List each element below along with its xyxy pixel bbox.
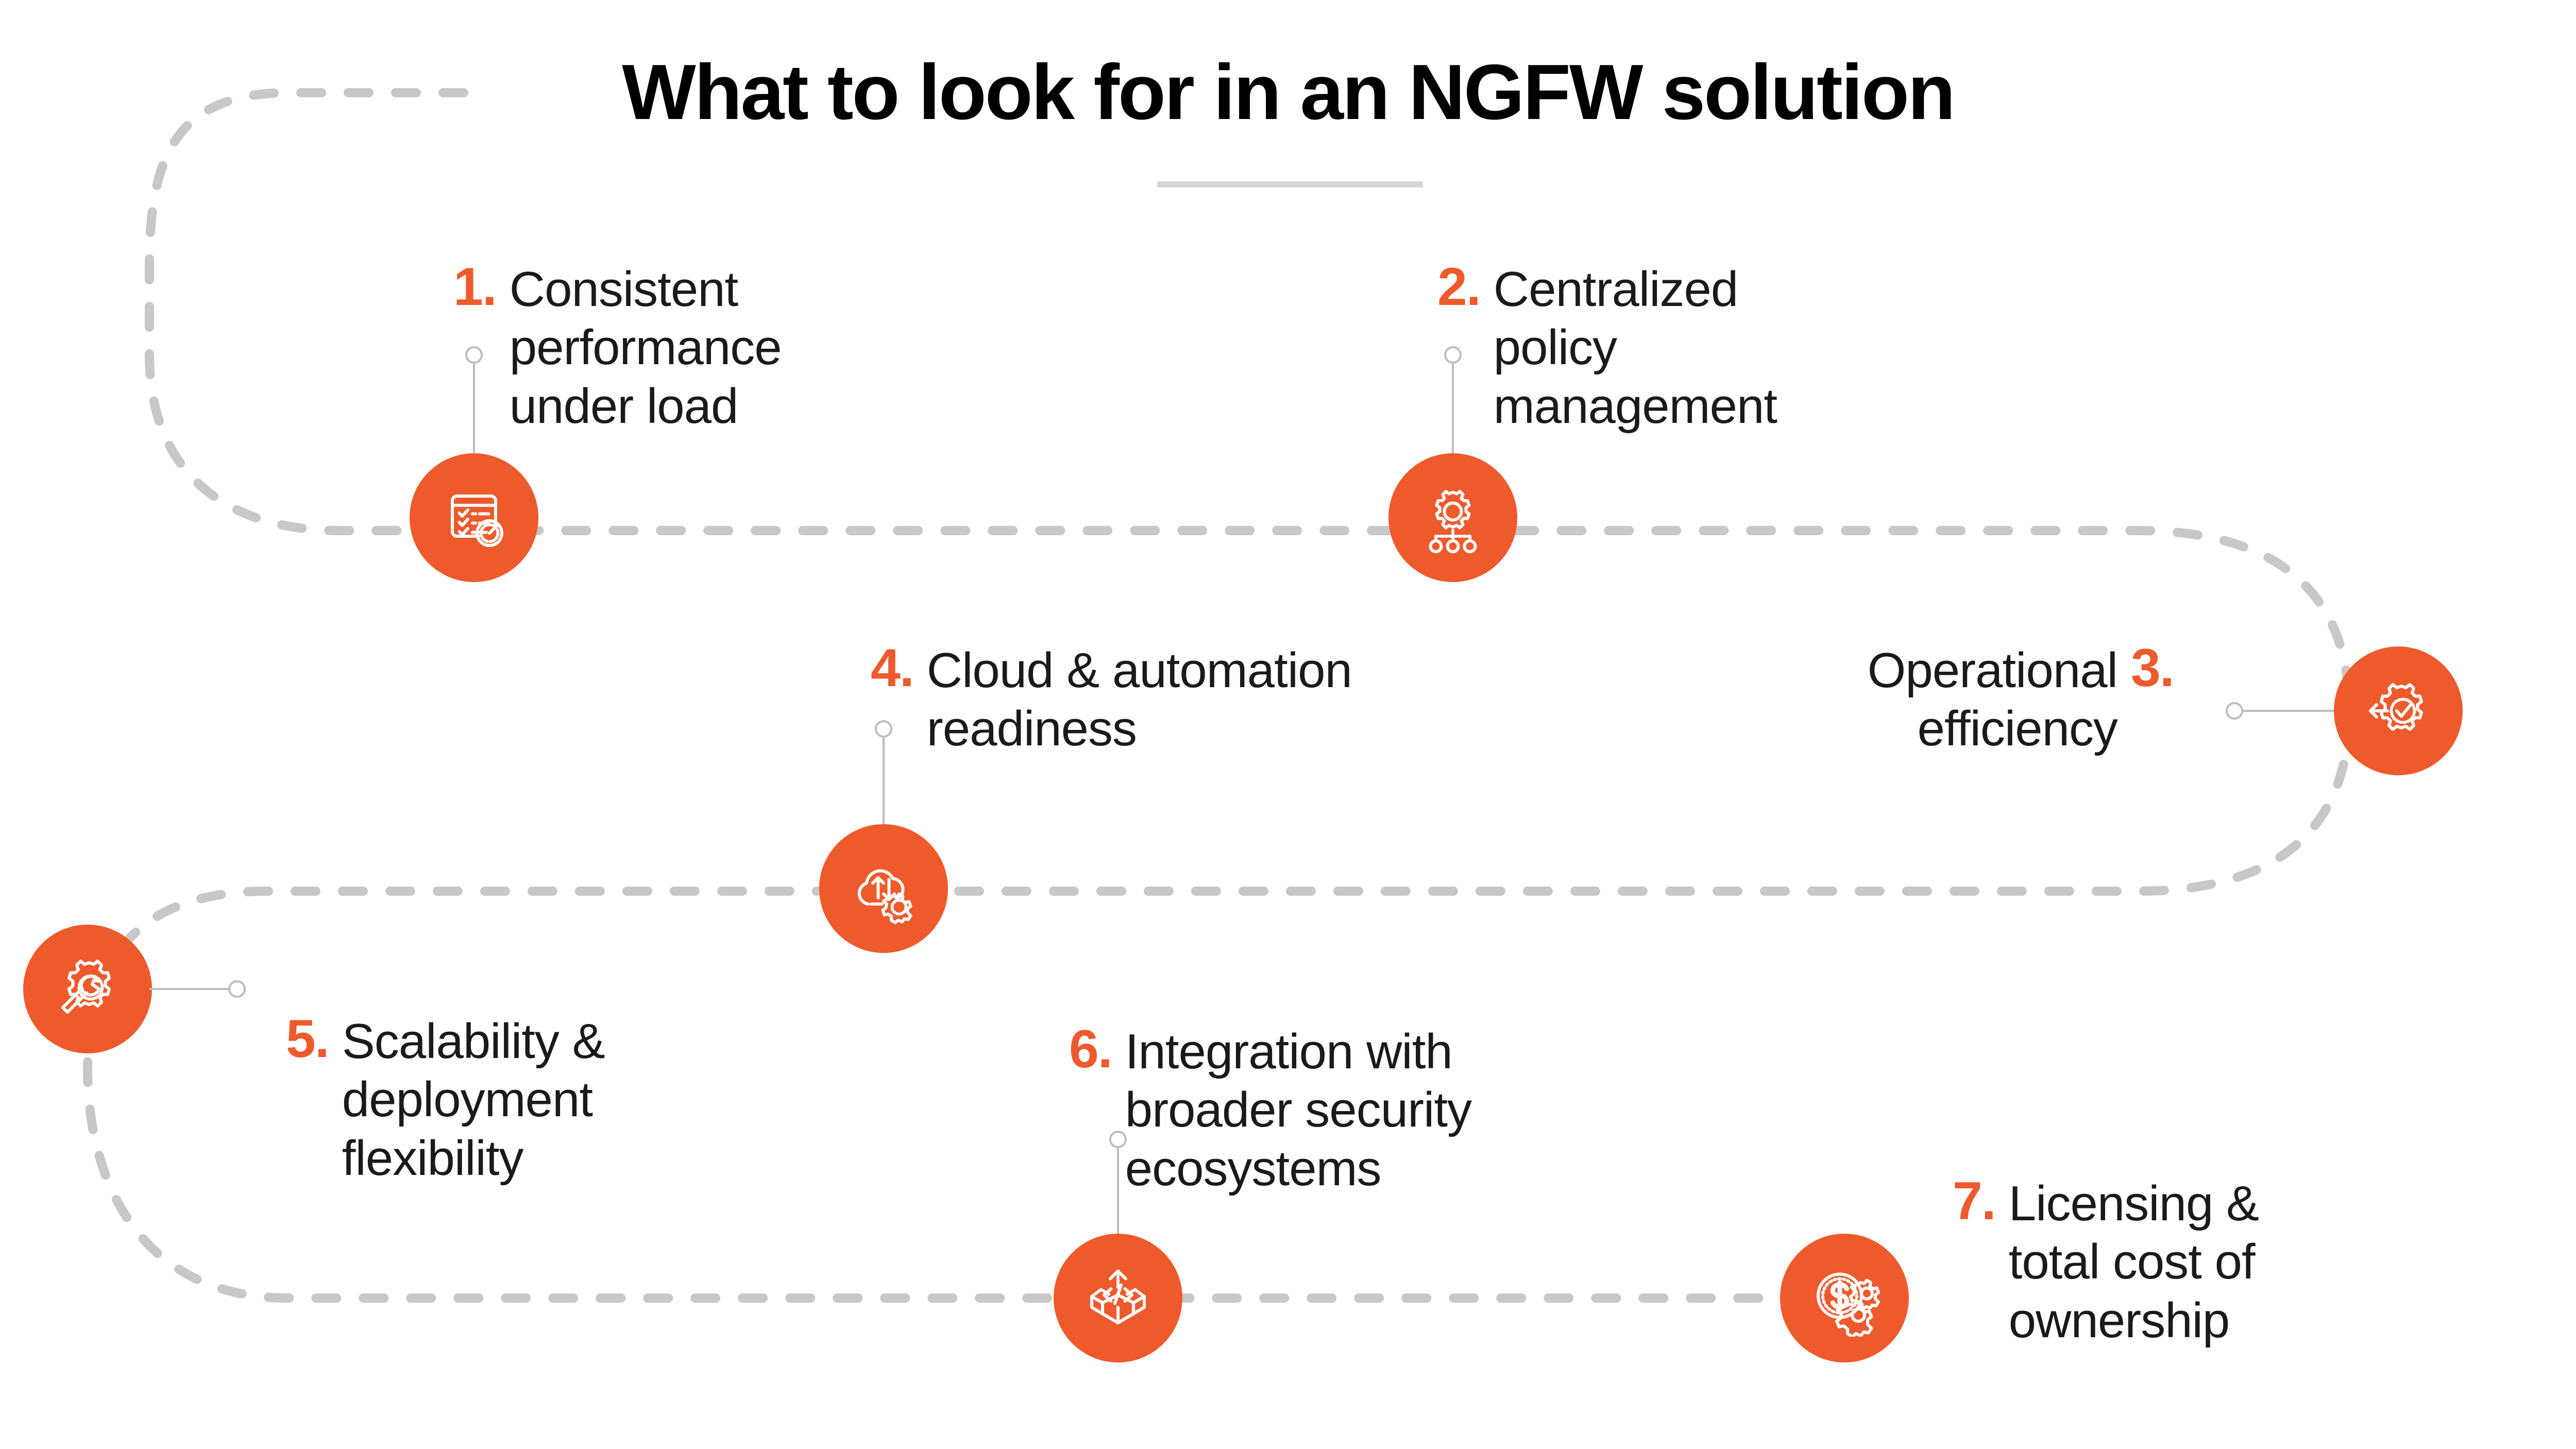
- item-3-leader-line: [2239, 710, 2336, 712]
- checklist-gauge-icon: [451, 495, 503, 547]
- item-6-label: 6. Integration with broader security eco…: [1069, 1019, 1472, 1198]
- item-2-node[interactable]: [1388, 453, 1517, 582]
- item-4-number: 4.: [871, 638, 914, 698]
- item-6-leader-line: [1117, 1145, 1119, 1241]
- item-5-number: 5.: [286, 1009, 330, 1069]
- item-1-number: 1.: [453, 257, 497, 317]
- item-1-leader-line: [473, 361, 475, 464]
- item-4-text: Cloud & automation readiness: [926, 643, 1352, 757]
- cloud-sync-gear-icon: [857, 869, 912, 924]
- item-3-label: Operational efficiency 3.: [1762, 638, 2175, 758]
- item-5-leader-dot: [228, 980, 246, 998]
- item-1-node[interactable]: [410, 453, 538, 582]
- item-3-text: Operational efficiency: [1867, 643, 2118, 757]
- item-7-node[interactable]: [1780, 1234, 1909, 1362]
- item-4-leader-dot: [875, 720, 892, 738]
- gear-check-arrow-icon: [2369, 683, 2423, 731]
- item-3-node[interactable]: [2334, 646, 2463, 775]
- item-2-leader-line: [1452, 361, 1454, 464]
- item-2-text: Centralized policy management: [1493, 262, 1777, 434]
- item-7-number: 7.: [1953, 1171, 1996, 1231]
- item-2-number: 2.: [1437, 257, 1481, 317]
- item-2-label: 2. Centralized policy management: [1437, 260, 1777, 435]
- open-box-code-icon: [1090, 1269, 1146, 1324]
- item-1-leader-dot: [465, 346, 483, 364]
- item-5-text: Scalability & deployment flexibility: [342, 1014, 605, 1186]
- item-3-leader-dot: [2226, 702, 2243, 720]
- wrench-gear-icon: [61, 960, 111, 1014]
- item-4-label: 4. Cloud & automation readiness: [871, 641, 1352, 758]
- item-5-label: 5. Scalability & deployment flexibility: [286, 1012, 605, 1187]
- item-5-leader-line: [149, 988, 232, 990]
- gear-hierarchy-icon: [1429, 490, 1477, 553]
- dollar-coin-gears-icon: [1817, 1272, 1880, 1337]
- item-6-number: 6.: [1069, 1019, 1113, 1079]
- item-6-leader-dot: [1109, 1131, 1127, 1148]
- item-2-leader-dot: [1444, 346, 1462, 364]
- item-6-node[interactable]: [1054, 1234, 1182, 1362]
- item-3-number: 3.: [2131, 638, 2175, 698]
- item-4-leader-line: [883, 734, 885, 829]
- page-title: What to look for in an NGFW solution: [622, 48, 1955, 136]
- item-1-text: Consistent performance under load: [509, 262, 782, 434]
- item-4-node[interactable]: [819, 824, 948, 953]
- item-7-label: 7. Licensing & total cost of ownership: [1953, 1174, 2259, 1350]
- item-5-node[interactable]: [23, 925, 152, 1053]
- item-1-label: 1. Consistent performance under load: [453, 260, 782, 435]
- item-7-text: Licensing & total cost of ownership: [2008, 1176, 2259, 1348]
- title-divider: [1157, 181, 1423, 187]
- item-6-text: Integration with broader security ecosys…: [1125, 1024, 1472, 1196]
